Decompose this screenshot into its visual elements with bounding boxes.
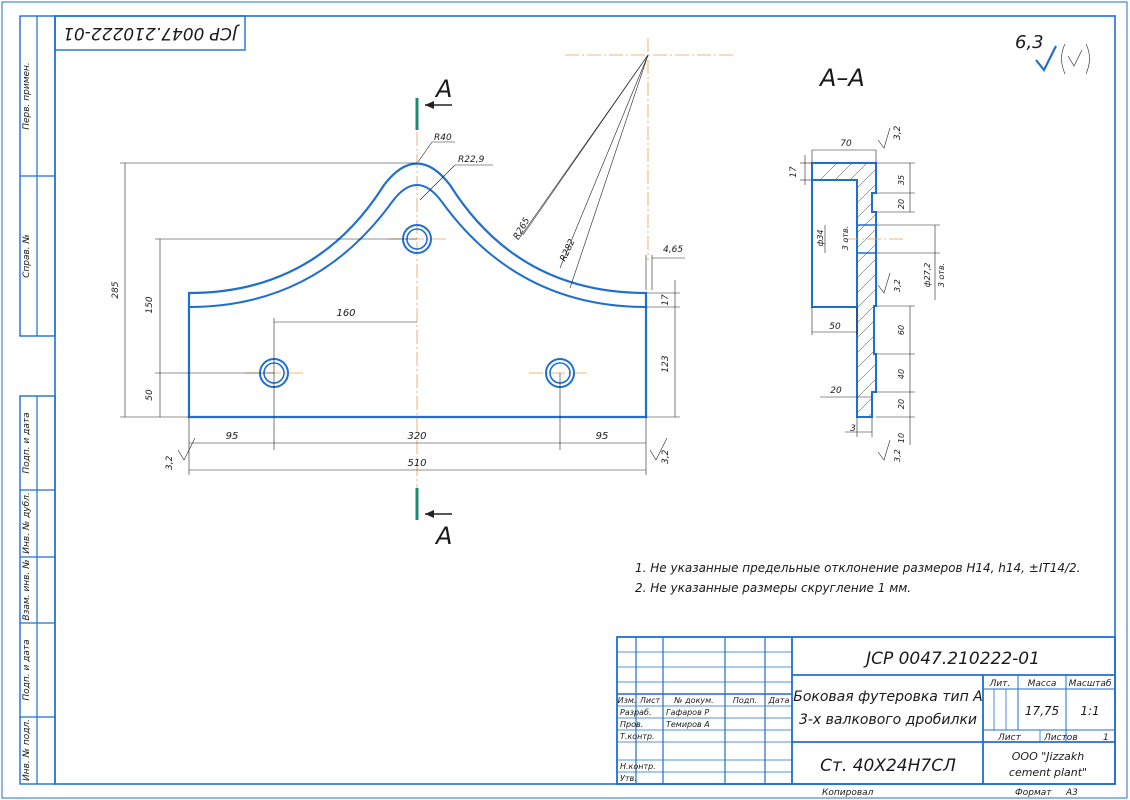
tb-prov-name: Темиров А <box>666 720 710 729</box>
dim-95-right: 95 <box>596 431 609 442</box>
tb-h-ndoc: № докум. <box>673 696 713 705</box>
sec-dim-d34: ф34 <box>816 229 825 246</box>
dim-17: 17 <box>661 294 671 306</box>
tb-massa: Масса <box>1028 679 1057 689</box>
title-block: JCP 0047.210222-01 Изм. Лист № докум. По… <box>616 636 1116 785</box>
section-mark-top: A <box>434 75 452 103</box>
sec-rough-c: 3,2 <box>893 449 902 462</box>
side-stamp: Перв. примен. Справ. № Подп. и дата Инв.… <box>19 15 56 785</box>
inner-arc <box>188 184 647 308</box>
format-label: Формат <box>1015 788 1052 798</box>
tb-org-1: ООО "Jizzakh <box>1012 750 1084 763</box>
side-podp-data-1: Подп. и дата <box>22 412 32 473</box>
tb-lit: Лит. <box>989 679 1011 689</box>
side-vzam-inv: Взам. инв. № <box>22 559 32 620</box>
section-view: A–A <box>789 64 946 462</box>
dim-320: 320 <box>407 431 426 442</box>
roughness-symbol: 6,3 <box>1015 32 1090 75</box>
dim-r265: R265 <box>512 216 533 242</box>
check-small-icon <box>1067 49 1083 67</box>
sec-dim-10: 10 <box>897 433 906 443</box>
dim-r40: R40 <box>434 133 452 143</box>
dim-150: 150 <box>145 296 155 313</box>
sec-rough-b: 3,2 <box>893 279 902 292</box>
dim-50: 50 <box>145 389 155 401</box>
tb-razrab: Разраб. <box>620 708 651 717</box>
rotated-code: JCP 0047.210222-01 <box>63 23 240 43</box>
section-plate <box>811 179 858 308</box>
sec-dim-20-w: 20 <box>830 386 842 396</box>
sec-holes-a: 3 отв. <box>841 226 850 250</box>
dim-r282: R282 <box>559 238 578 264</box>
part-outline <box>187 162 648 419</box>
tb-mass-value: 17,75 <box>1025 704 1059 718</box>
sec-rough-a: 3,2 <box>893 125 903 140</box>
section-title: A–A <box>818 64 865 92</box>
dim-285: 285 <box>111 281 121 298</box>
sec-dim-60: 60 <box>897 325 906 335</box>
note-1: 1. Не указанные предельные отклонение ра… <box>635 561 1080 575</box>
side-inv-podl: Инв. № подл. <box>22 719 32 781</box>
dim-510: 510 <box>407 458 426 469</box>
dim-95-left: 95 <box>226 431 239 442</box>
tb-tkontr: Т.контр. <box>620 732 655 741</box>
tb-nkontr: Н.контр. <box>620 762 656 771</box>
tb-h-izm: Изм. <box>618 696 637 705</box>
note-2: 2. Не указанные размеры скругление 1 мм. <box>635 581 911 595</box>
front-view: A A R40 R22,9 R265 R282 4,65 285 <box>111 38 735 550</box>
tb-title-1: Боковая футеровка тип А <box>793 689 983 705</box>
dim-160: 160 <box>336 308 355 319</box>
side-sprav: Справ. № <box>22 234 32 278</box>
sec-dim-50: 50 <box>829 322 841 332</box>
rough-left: 3,2 <box>165 455 175 470</box>
tb-utv: Утв. <box>620 774 637 783</box>
tb-scale-value: 1:1 <box>1080 704 1099 718</box>
format-value: А3 <box>1065 788 1078 798</box>
sec-dim-40: 40 <box>897 369 906 379</box>
roughness-value: 6,3 <box>1015 32 1044 53</box>
section-mark-bottom: A <box>434 522 452 550</box>
sec-dim-35: 35 <box>897 175 906 185</box>
tb-list-label: Лист <box>997 733 1022 743</box>
tb-listov-value: 1 <box>1103 733 1109 743</box>
tb-h-podp: Подп. <box>733 696 757 705</box>
tb-razrab-name: Гафаров Р <box>666 708 709 717</box>
side-inv-dubl: Инв. № дубл. <box>22 492 32 554</box>
dim-123: 123 <box>661 355 671 372</box>
sec-dim-70: 70 <box>840 139 852 149</box>
tb-org-2: cement plant" <box>1009 766 1087 779</box>
side-perv-primen: Перв. примен. <box>22 62 32 130</box>
sec-dim-20a: 20 <box>897 199 906 209</box>
rotated-code-box: JCP 0047.210222-01 <box>54 15 246 51</box>
kopiroval: Копировал <box>822 788 874 798</box>
check-icon <box>1035 45 1057 73</box>
tb-listov-label: Листов <box>1043 733 1078 743</box>
dim-r229: R22,9 <box>458 155 485 165</box>
tb-h-list: Лист <box>639 696 661 705</box>
tb-material: Ст. 40Х24Н7СЛ <box>820 756 956 776</box>
sec-dim-d272: ф27,2 <box>923 263 932 288</box>
tb-h-data: Дата <box>768 696 790 705</box>
sec-dim-3: 3 <box>850 424 856 434</box>
rough-right: 3,2 <box>661 449 671 464</box>
sec-dim-20b: 20 <box>897 399 906 409</box>
side-podp-data-2: Подп. и дата <box>22 639 32 700</box>
tb-code: JCP 0047.210222-01 <box>863 649 1040 669</box>
sec-dim-17: 17 <box>789 166 799 178</box>
tb-masshtab: Масштаб <box>1069 679 1112 689</box>
tb-title-2: 3-х валкового дробилки <box>799 712 977 728</box>
dim-465: 4,65 <box>663 245 683 255</box>
tb-prov: Пров. <box>620 720 643 729</box>
sec-holes-b: 3 отв. <box>937 263 946 287</box>
